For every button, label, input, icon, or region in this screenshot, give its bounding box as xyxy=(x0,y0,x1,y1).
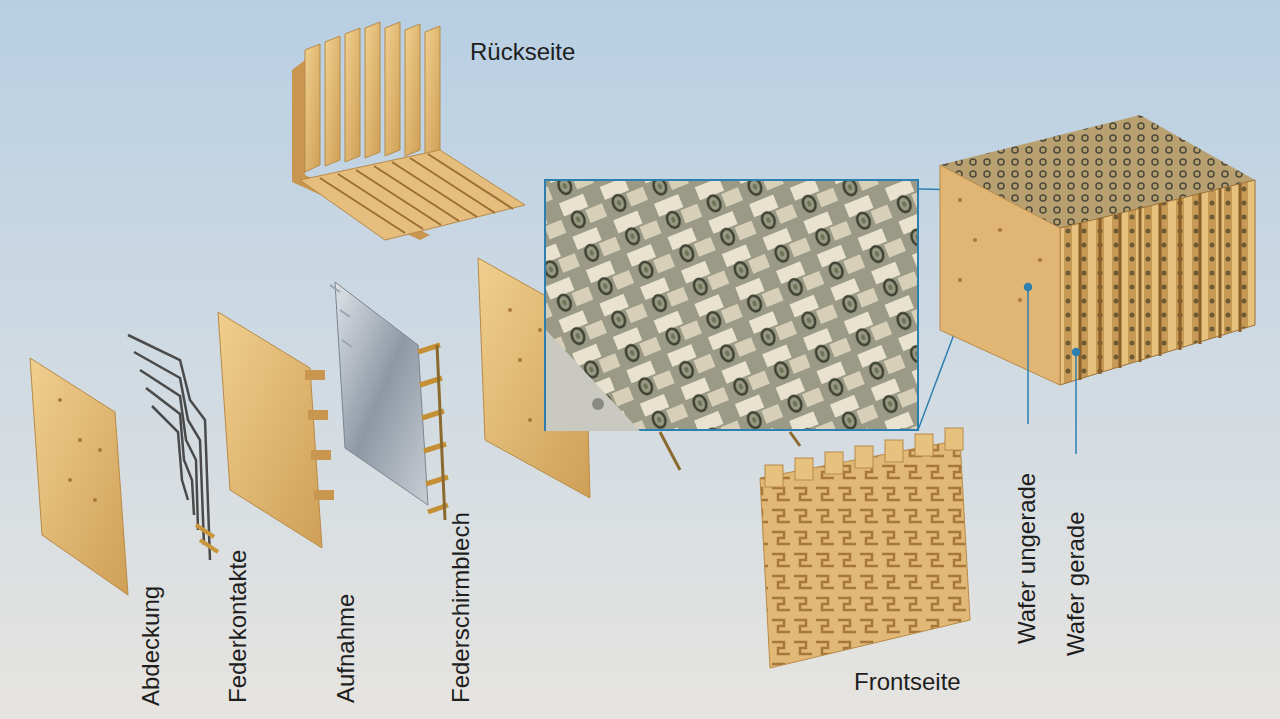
part-label: Federkontakte xyxy=(226,550,250,703)
part-label: Rückseite xyxy=(470,40,575,64)
part-label: Abdeckung xyxy=(139,586,163,706)
part-label: Aufnahme xyxy=(334,594,358,703)
part-label: Wafer gerade xyxy=(1064,511,1088,656)
part-label: Wafer ungerade xyxy=(1015,473,1039,644)
part-label: Frontseite xyxy=(854,670,961,694)
part-label: Federschirmblech xyxy=(449,512,473,703)
